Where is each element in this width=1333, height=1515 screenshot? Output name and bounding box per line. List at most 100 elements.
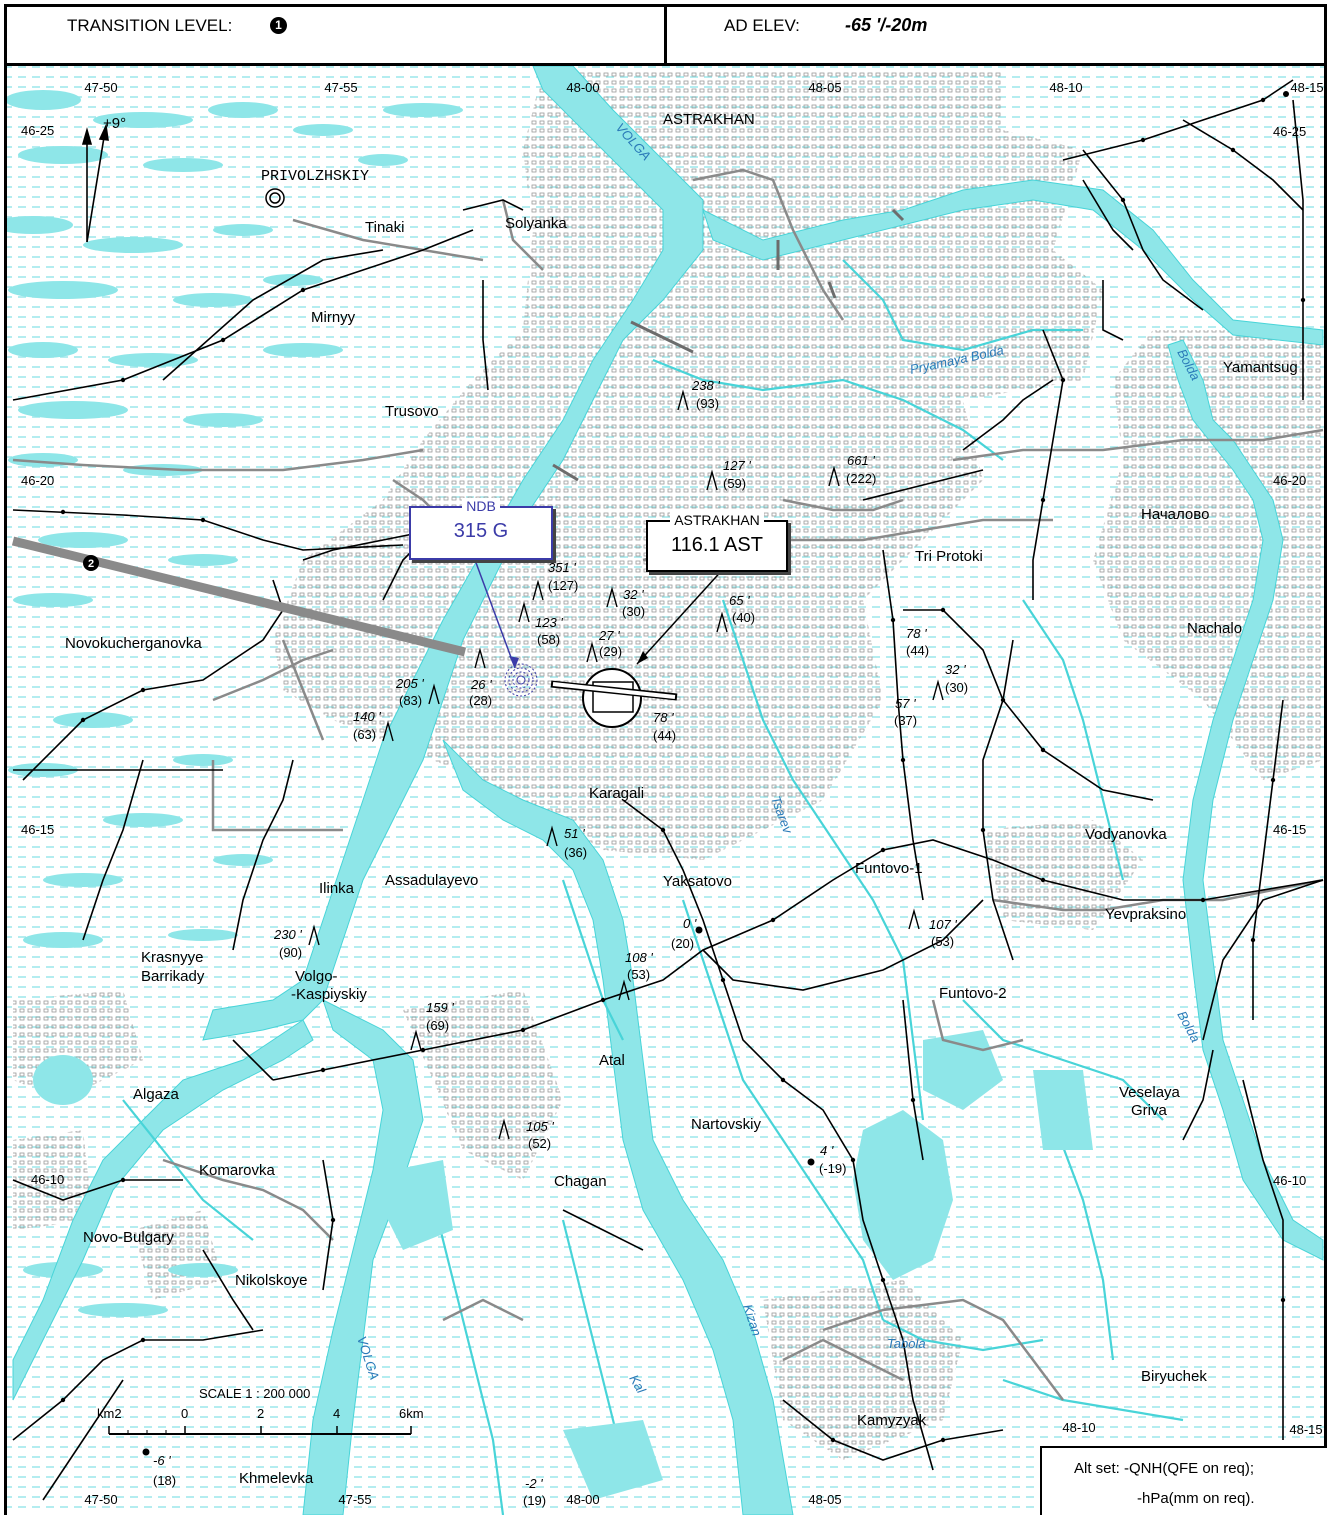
ad-elev-value: -65 '/-20m: [845, 15, 928, 35]
elev-127-m: (59): [723, 476, 746, 491]
grid-top-3: 48-00: [566, 80, 599, 95]
place-novokucherganovka: Novokucherganovka: [65, 635, 202, 652]
elev-238-m: (93): [696, 396, 719, 411]
elev-661-ft: 661 ': [847, 453, 875, 468]
ad-elev-label: AD ELEV:: [724, 16, 800, 35]
elev-230-m: (90): [279, 945, 302, 960]
grid-bottom-3: 48-00: [566, 1492, 599, 1507]
grid-top-5: 48-10: [1049, 80, 1082, 95]
place-kaspiyskiy: -Kaspiyskiy: [291, 986, 367, 1003]
grid-right-4: 46-10: [1273, 1173, 1306, 1188]
elev-32b-m: (30): [945, 680, 968, 695]
privolzhskiy-airfield-icon: [265, 188, 285, 208]
place-yaksatovo: Yaksatovo: [663, 873, 732, 890]
grid-left-4: 46-10: [31, 1172, 64, 1187]
elev-351-m: (127): [548, 578, 578, 593]
elev-107-m: (53): [931, 934, 954, 949]
grid-bottom-4: 48-05: [808, 1492, 841, 1507]
elev-230-ft: 230 ': [273, 927, 302, 942]
place-nachalo: Nachalo: [1187, 620, 1242, 637]
grid-top-2: 47-55: [324, 80, 357, 95]
elev-32b-ft: 32 ': [945, 662, 966, 677]
elev-159-m: (69): [426, 1018, 449, 1033]
place-nartovskiy: Nartovskiy: [691, 1116, 762, 1133]
place-mirnyy: Mirnyy: [311, 309, 356, 326]
place-karagali: Karagali: [589, 785, 644, 802]
grid-labels-right: 46-25 46-20 46-15 46-10: [1273, 124, 1306, 1188]
map-area: 2 +9° 47-50 47-55 48-00 48-05 48-10 48-1…: [4, 66, 1327, 1515]
urban-areas: [13, 70, 1323, 1460]
elevation-markers: [308, 389, 944, 1140]
ndb-leader-arrow: [509, 656, 519, 668]
ndb-label: NDB: [462, 498, 500, 514]
elev-minus6-m: (18): [153, 1473, 176, 1488]
western-lakes: [7, 90, 463, 1317]
elev-26-m: (28): [469, 693, 492, 708]
place-trusovo: Trusovo: [385, 403, 439, 420]
grid-left-2: 46-20: [21, 473, 54, 488]
scale-bar: SCALE 1 : 200 000 km2 0 2 4 6km: [97, 1386, 424, 1435]
chart-header: TRANSITION LEVEL: 1 AD ELEV: -65 '/-20m: [4, 4, 1327, 66]
note-2-number: 2: [88, 558, 94, 570]
place-komarovka: Komarovka: [199, 1162, 276, 1179]
spot-heights: [142, 926, 815, 1456]
elev-78a-ft: 78 ': [906, 626, 927, 641]
alt-set-line-1: Alt set: -QNH(QFE on req);: [1074, 1460, 1255, 1477]
place-barrikady: Barrikady: [141, 968, 205, 985]
elev-238-ft: 238 ': [691, 378, 720, 393]
alt-set-box: Alt set: -QNH(QFE on req); -hPa(mm on re…: [1040, 1446, 1327, 1515]
place-tinaki: Tinaki: [365, 219, 404, 236]
elevation-labels: 238 ' (93) 127 ' (59) 661 ' (222) 351 ' …: [153, 378, 968, 1508]
elev-57-m: (37): [894, 713, 917, 728]
grid-top-1: 47-50: [84, 80, 117, 95]
elev-32a-ft: 32 ': [623, 587, 644, 602]
place-algaza: Algaza: [133, 1086, 180, 1103]
scale-title: SCALE 1 : 200 000: [199, 1386, 310, 1401]
grid-right-1: 46-25: [1273, 124, 1306, 139]
channels: [122, 259, 1184, 1515]
grid-left-1: 46-25: [21, 123, 54, 138]
ndb-symbol: [504, 663, 538, 697]
grid-labels-bottom: 47-50 47-55 48-00 48-05 48-10 48-15: [84, 1420, 1322, 1507]
elev-0-m: (20): [671, 936, 694, 951]
magnetic-variation: +9°: [103, 115, 126, 132]
place-novo-bulgary: Novo-Bulgary: [83, 1229, 174, 1246]
elev-661-m: (222): [846, 471, 876, 486]
scale-tick-4: 4: [333, 1406, 340, 1421]
place-chagan: Chagan: [554, 1173, 607, 1190]
elev-32a-m: (30): [622, 604, 645, 619]
elev-205-ft: 205 ': [395, 676, 424, 691]
elev-57-ft: 57 ': [895, 696, 916, 711]
place-krasnyye: Krasnyye: [141, 949, 204, 966]
elev-159-ft: 159 ': [426, 1000, 454, 1015]
elev-27-m: (29): [599, 644, 622, 659]
elev-78b-ft: 78 ': [653, 710, 674, 725]
scale-tick-0: 0: [181, 1406, 188, 1421]
elev-51-ft: 51 ': [564, 826, 585, 841]
grid-labels-top: 47-50 47-55 48-00 48-05 48-10 48-15: [84, 80, 1323, 95]
elev-123-ft: 123 ': [535, 615, 563, 630]
elev-140-m: (63): [353, 727, 376, 742]
roads: [12, 168, 1324, 1401]
place-funtovo-2: Funtovo-2: [939, 985, 1007, 1002]
elev-108-m: (53): [627, 967, 650, 982]
elev-78a-m: (44): [906, 643, 929, 658]
place-veselaya: Veselaya: [1119, 1084, 1181, 1101]
grid-labels-left: 46-25 46-20 46-15 46-10: [21, 123, 64, 1187]
north-arrow: [81, 123, 109, 243]
elev-4-ft: 4 ': [820, 1143, 834, 1158]
grid-bottom-5: 48-10: [1062, 1420, 1095, 1435]
elev-27-ft: 27 ': [598, 628, 620, 643]
elev-105-ft: 105 ': [526, 1119, 554, 1134]
note-1-badge: 1: [270, 17, 287, 35]
vor-leader-arrow: [637, 651, 648, 664]
place-nachalovo-ru: Началово: [1141, 506, 1209, 523]
place-griva: Griva: [1131, 1102, 1167, 1119]
volga-river: [12, 66, 1324, 1515]
elev-65-ft: 65 ': [729, 593, 750, 608]
grid-right-3: 46-15: [1273, 822, 1306, 837]
grid-bottom-6: 48-15: [1289, 1422, 1322, 1437]
elev-minus6-ft: -6 ': [153, 1453, 171, 1468]
place-funtovo-1: Funtovo-1: [855, 860, 923, 877]
note-2-badge: [83, 555, 99, 571]
